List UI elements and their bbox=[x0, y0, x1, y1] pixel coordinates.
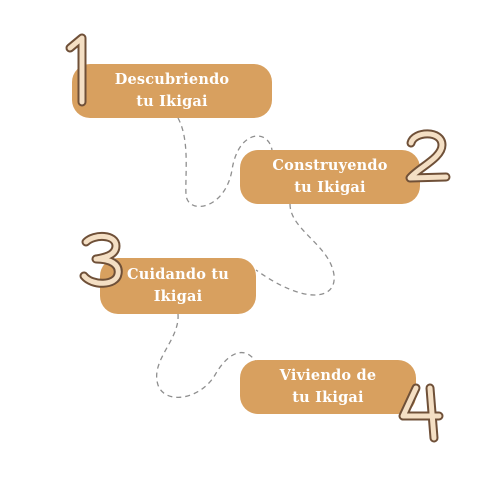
step-4-label-line2: tu Ikigai bbox=[292, 389, 364, 406]
connector-1-to-2 bbox=[177, 117, 273, 208]
step-2-label-line1: Construyendo bbox=[272, 157, 388, 174]
step-1-number bbox=[64, 33, 94, 107]
step-4-label: Viviendo de tu Ikigai bbox=[280, 365, 377, 409]
connector-3-to-4 bbox=[156, 313, 257, 398]
step-1-label-line2: tu Ikigai bbox=[136, 93, 208, 110]
connector-2-to-3 bbox=[255, 203, 335, 296]
step-4-card: Viviendo de tu Ikigai bbox=[240, 360, 416, 414]
step-2-number bbox=[404, 128, 452, 184]
step-1-label-line1: Descubriendo bbox=[114, 71, 230, 88]
step-2-label: Construyendo tu Ikigai bbox=[272, 155, 387, 199]
step-3-card: Cuidando tu Ikigai bbox=[100, 258, 256, 314]
step-3-label-line2: Ikigai bbox=[153, 288, 203, 305]
step-2-card: Construyendo tu Ikigai bbox=[240, 150, 420, 204]
step-2-label-line2: tu Ikigai bbox=[294, 179, 366, 196]
step-3-number bbox=[79, 232, 126, 288]
step-1-label: Descubriendo tu Ikigai bbox=[115, 69, 230, 113]
step-3-label: Cuidando tu Ikigai bbox=[127, 264, 229, 308]
step-1-card: Descubriendo tu Ikigai bbox=[72, 64, 272, 118]
step-3-label-line1: Cuidando tu bbox=[127, 266, 229, 283]
step-4-number bbox=[398, 382, 444, 444]
step-4-label-line1: Viviendo de bbox=[279, 367, 377, 384]
